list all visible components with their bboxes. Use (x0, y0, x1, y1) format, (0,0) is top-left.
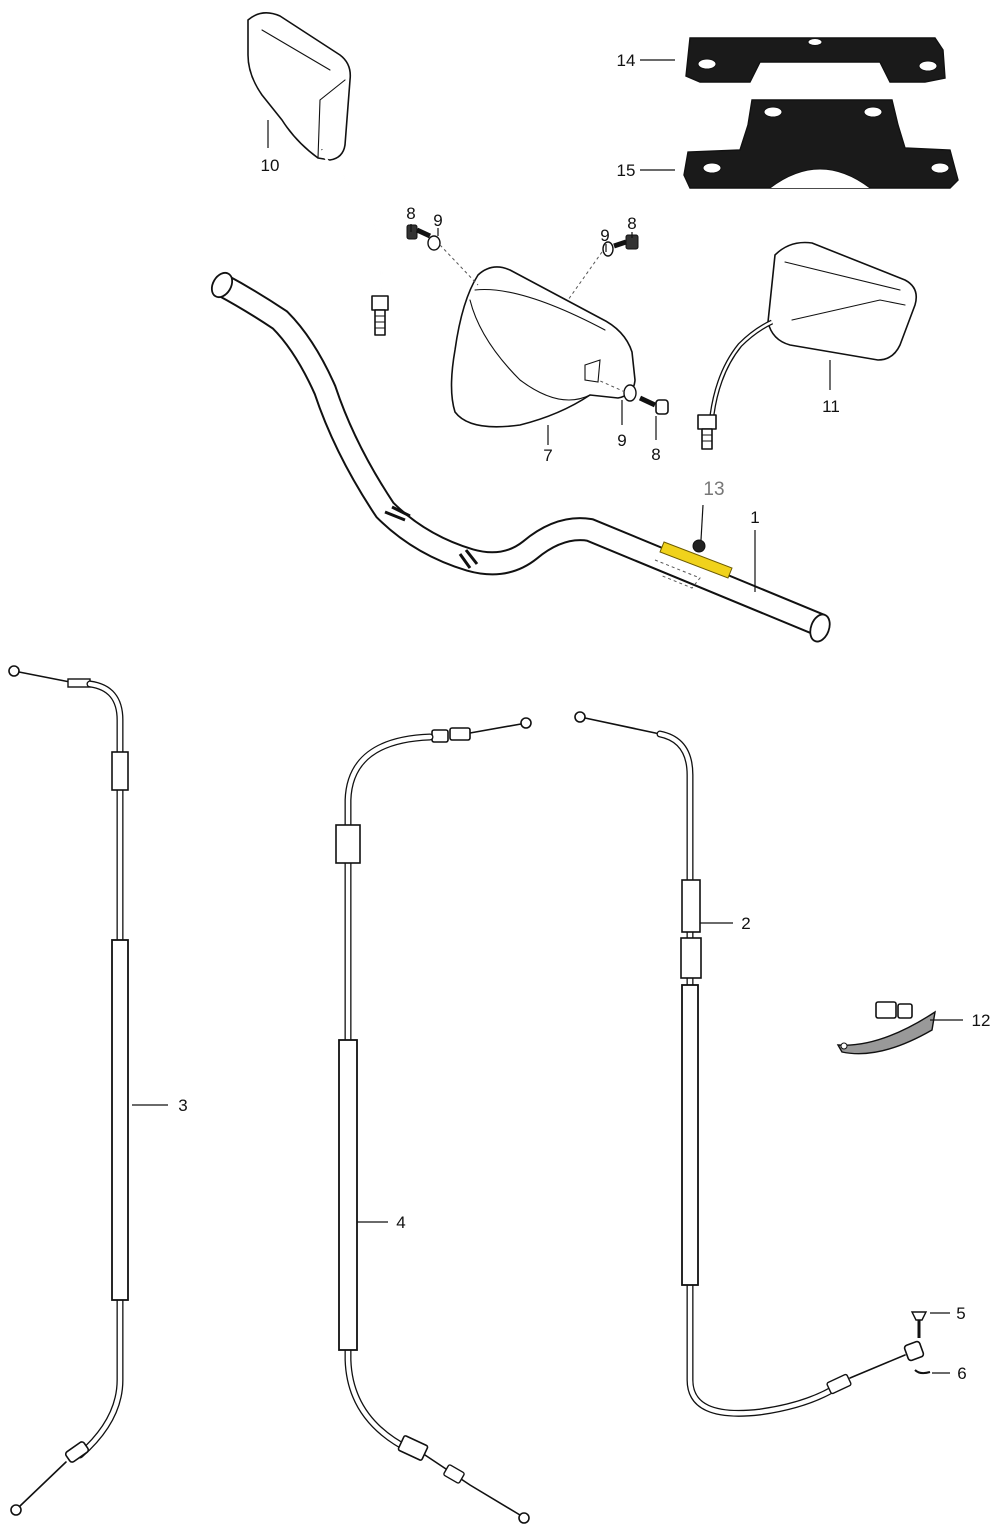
mirror-left (247, 12, 389, 336)
bolt-lower (623, 384, 669, 415)
fastener-5-6 (903, 1311, 931, 1375)
callout-15: 15 (617, 161, 636, 180)
callout-8-lower: 8 (651, 445, 660, 464)
callout-9-upper-left: 9 (433, 211, 442, 230)
callout-5: 5 (956, 1304, 965, 1323)
callout-8-upper-right: 8 (627, 214, 636, 233)
mirror-right (697, 241, 918, 450)
callout-12: 12 (972, 1011, 991, 1030)
callout-14: 14 (617, 51, 636, 70)
cable-tie (836, 1001, 936, 1055)
cable-4 (335, 717, 532, 1524)
callout-11: 11 (822, 397, 840, 416)
callout-labels: 1 2 3 4 5 6 7 8 8 8 9 9 9 10 11 12 13 14… (178, 51, 990, 1383)
callout-9-lower: 9 (617, 431, 626, 450)
callout-1: 1 (750, 508, 759, 527)
nut (692, 504, 706, 553)
callout-6: 6 (957, 1364, 966, 1383)
headlight-cowl (450, 266, 636, 428)
callout-9-upper-right: 9 (600, 226, 609, 245)
callout-3: 3 (178, 1096, 187, 1115)
callout-13: 13 (703, 479, 724, 500)
callout-7: 7 (543, 446, 552, 465)
cable-2 (574, 711, 906, 1417)
bracket-upper (685, 37, 946, 83)
callout-2: 2 (741, 914, 750, 933)
callout-4: 4 (396, 1213, 405, 1232)
bracket-lower (683, 99, 959, 189)
handlebar (210, 271, 831, 643)
cable-3 (8, 665, 129, 1516)
bolt-upper-left (406, 224, 441, 251)
callout-10: 10 (261, 156, 280, 175)
leader-lines (132, 59, 963, 1374)
callout-8-upper-left: 8 (406, 204, 415, 223)
